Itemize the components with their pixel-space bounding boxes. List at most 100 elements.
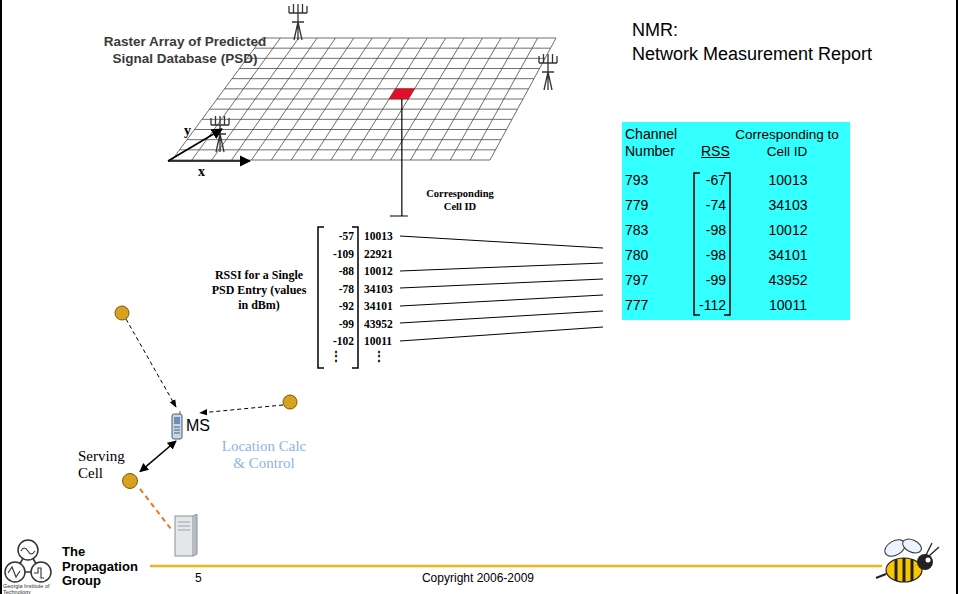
cell-id: 43952 (730, 272, 846, 289)
rss-value: -98 (698, 247, 726, 264)
cell-id: 22921 (364, 247, 393, 261)
node-label: Location Calc & Control (218, 438, 310, 472)
backhaul-link (140, 489, 172, 531)
grid-line (180, 149, 496, 150)
mascot (876, 574, 886, 578)
location-server: Location Calc & Control (172, 438, 310, 558)
grid-line (210, 109, 518, 110)
cell-site (123, 474, 138, 489)
column-heading: RSS (701, 143, 730, 160)
leader-line (400, 295, 603, 306)
slide-frame (0, 0, 2, 594)
leader-line (400, 311, 603, 323)
measurement-arrow (126, 319, 283, 413)
leader-line (400, 263, 603, 271)
channel-number: 777 (625, 297, 677, 314)
cell-id: 34103 (364, 282, 393, 296)
matrix-caption: RSSI for a Single PSD Entry (values in d… (206, 268, 312, 313)
report-panel: NMR:Network Measurement ReportChannel Nu… (622, 14, 850, 320)
measurement-arrow (126, 319, 176, 407)
rss-bracket (724, 173, 730, 315)
channel-number: 797 (625, 272, 677, 289)
server-icon (175, 516, 193, 556)
server-icon (172, 514, 198, 558)
node-label: Serving Cell (78, 448, 134, 482)
cell-id: 34101 (364, 299, 393, 313)
matrix-bracket (318, 227, 324, 368)
column-heading: Corresponding to Cell ID (728, 126, 846, 160)
rss-value: -98 (698, 222, 726, 239)
mascot (917, 554, 933, 570)
rssi-value: -109 (310, 247, 354, 261)
cell-id: 10012 (364, 264, 393, 278)
phone-icon (174, 411, 180, 433)
leader-line (400, 327, 603, 341)
ellipsis: ⋮ (320, 349, 352, 363)
serving-cell: Serving Cell (78, 448, 140, 491)
axis-arrows (168, 160, 250, 162)
grid-line (202, 119, 512, 120)
cell-id: 10013 (730, 172, 846, 189)
cell-id: 34101 (730, 247, 846, 264)
cell-site (121, 472, 139, 490)
group-name: The Propagation Group (62, 545, 146, 589)
rss-value: -67 (698, 172, 726, 189)
rssi-value: -99 (310, 317, 354, 331)
rss-value: -74 (698, 197, 726, 214)
rssi-value: -92 (310, 299, 354, 313)
axis-arrows (168, 129, 222, 161)
rss-bracket (694, 173, 700, 315)
illustration-title: Raster Array of Predicted Signal Databas… (95, 33, 275, 67)
rss-value: -99 (698, 272, 726, 289)
grid-line (232, 78, 534, 79)
rssi-value: -78 (310, 282, 354, 296)
mascot (876, 536, 939, 582)
cell-id: 34103 (730, 197, 846, 214)
axis-label: x (198, 164, 205, 180)
column-heading: Corresponding Cell ID (418, 187, 502, 213)
axis-label: y (184, 123, 191, 139)
grid-line (187, 139, 501, 140)
cell-id: 43952 (364, 317, 393, 331)
grid-line (262, 38, 556, 39)
rssi-value: -102 (310, 334, 354, 348)
rss-value: -112 (698, 297, 726, 314)
report-heading: Network Measurement Report (632, 44, 872, 66)
channel-number: 779 (625, 197, 677, 214)
leader-line (400, 279, 603, 288)
leader-line (400, 236, 603, 248)
mascot (896, 558, 912, 582)
slide-number: 5 (195, 571, 202, 585)
leader-line (390, 99, 408, 216)
grid-line (195, 129, 507, 130)
radio-link (140, 441, 176, 472)
server-icon (193, 514, 197, 556)
ellipsis: ⋮ (364, 349, 394, 363)
cell-id: 10011 (364, 334, 392, 348)
leader-line (400, 236, 603, 341)
measurement-arrow (200, 405, 283, 413)
mascot (926, 543, 939, 556)
node-label: MS (186, 417, 210, 435)
neighbour-cell (283, 395, 297, 409)
grid-line (247, 58, 545, 59)
mascot (900, 536, 923, 555)
axis-arrows (168, 129, 250, 161)
grid-line (255, 48, 551, 49)
group-logo (5, 562, 25, 582)
selected-raster-cell (389, 89, 414, 99)
copyright-note: Copyright 2006-2009 (398, 571, 558, 585)
footer-rule (150, 565, 882, 568)
grid-line (240, 68, 540, 69)
mobile-station: MS (170, 411, 210, 441)
group-logo (5, 540, 51, 582)
cell-tower (539, 54, 557, 90)
server-icon (178, 522, 190, 530)
grid-line (225, 88, 529, 89)
grid-line (217, 99, 523, 100)
phone-icon (174, 417, 180, 424)
channel-number: 793 (625, 172, 677, 189)
channel-number: 780 (625, 247, 677, 264)
channel-number: 783 (625, 222, 677, 239)
phone-icon (170, 411, 184, 441)
